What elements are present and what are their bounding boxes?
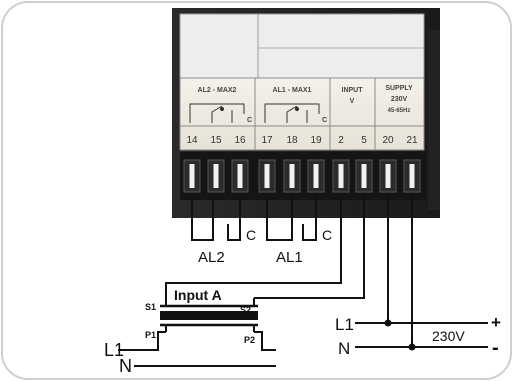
wires — [118, 196, 488, 367]
al1-relay-symbol — [264, 103, 320, 123]
p1-label: P1 — [145, 330, 156, 340]
supply-voltage: 230V — [391, 96, 408, 103]
terminal-slot — [361, 164, 367, 188]
terminal-slot — [264, 164, 270, 188]
terminal-number: 2 — [338, 135, 344, 146]
al2-c-label: C — [246, 227, 256, 243]
device: AL2 - MAX2 AL1 - MAX1 INPUT V SUPPLY 230… — [172, 8, 440, 218]
al1-c-label: C — [322, 227, 332, 243]
terminal-number: 21 — [406, 135, 418, 146]
s1-label: S1 — [145, 302, 156, 312]
ct-core — [160, 311, 258, 320]
terminal-number: 18 — [286, 135, 298, 146]
terminal-number: 20 — [382, 135, 394, 146]
supply-header: SUPPLY — [385, 85, 413, 92]
terminal-slot — [338, 164, 344, 188]
input-a-label: Input A — [174, 287, 222, 303]
terminal-slot — [289, 164, 295, 188]
terminal-number: 5 — [361, 135, 367, 146]
terminal-number: 17 — [261, 135, 273, 146]
voltage-label: 230V — [432, 328, 465, 344]
terminal-number: 15 — [210, 135, 222, 146]
input-unit: V — [350, 98, 355, 105]
terminal-number: 14 — [186, 135, 198, 146]
terminal-numbers: 14 15 16 17 18 19 2 5 20 21 — [186, 135, 418, 146]
label-panel — [179, 77, 425, 151]
terminal-number: 19 — [310, 135, 322, 146]
current-transformer — [160, 298, 258, 332]
al1-header: AL1 - MAX1 — [273, 87, 312, 94]
al2-header: AL2 - MAX2 — [198, 87, 237, 94]
al1-relay-c: C — [322, 117, 327, 124]
terminal-slot — [189, 164, 195, 188]
supply-freq: 45-65Hz — [388, 108, 411, 114]
n-right-label: N — [338, 339, 350, 358]
al1-label: AL1 — [276, 249, 303, 266]
terminal-number: 16 — [234, 135, 246, 146]
terminal-screws — [183, 159, 421, 193]
terminal-slot — [237, 164, 243, 188]
al2-relay-c: C — [247, 117, 252, 124]
l1-left-label: L1 — [104, 340, 124, 360]
junction-dot-l1 — [384, 319, 392, 327]
l1-right-label: L1 — [335, 315, 354, 334]
minus-sign: - — [492, 337, 499, 359]
terminal-slot — [409, 164, 415, 188]
junction-dot-n — [408, 343, 416, 351]
n-left-label: N — [119, 356, 132, 376]
terminal-slot — [385, 164, 391, 188]
device-side — [428, 30, 440, 210]
al2-label: AL2 — [198, 249, 225, 266]
upper-panel — [179, 13, 425, 79]
plus-sign: + — [491, 313, 501, 332]
terminal-slot — [213, 164, 219, 188]
terminal-slot — [313, 164, 319, 188]
p2-label: P2 — [244, 335, 255, 345]
input-header: INPUT — [342, 87, 364, 94]
al2-relay-symbol — [189, 103, 245, 123]
s2-label: S2 — [240, 305, 251, 315]
